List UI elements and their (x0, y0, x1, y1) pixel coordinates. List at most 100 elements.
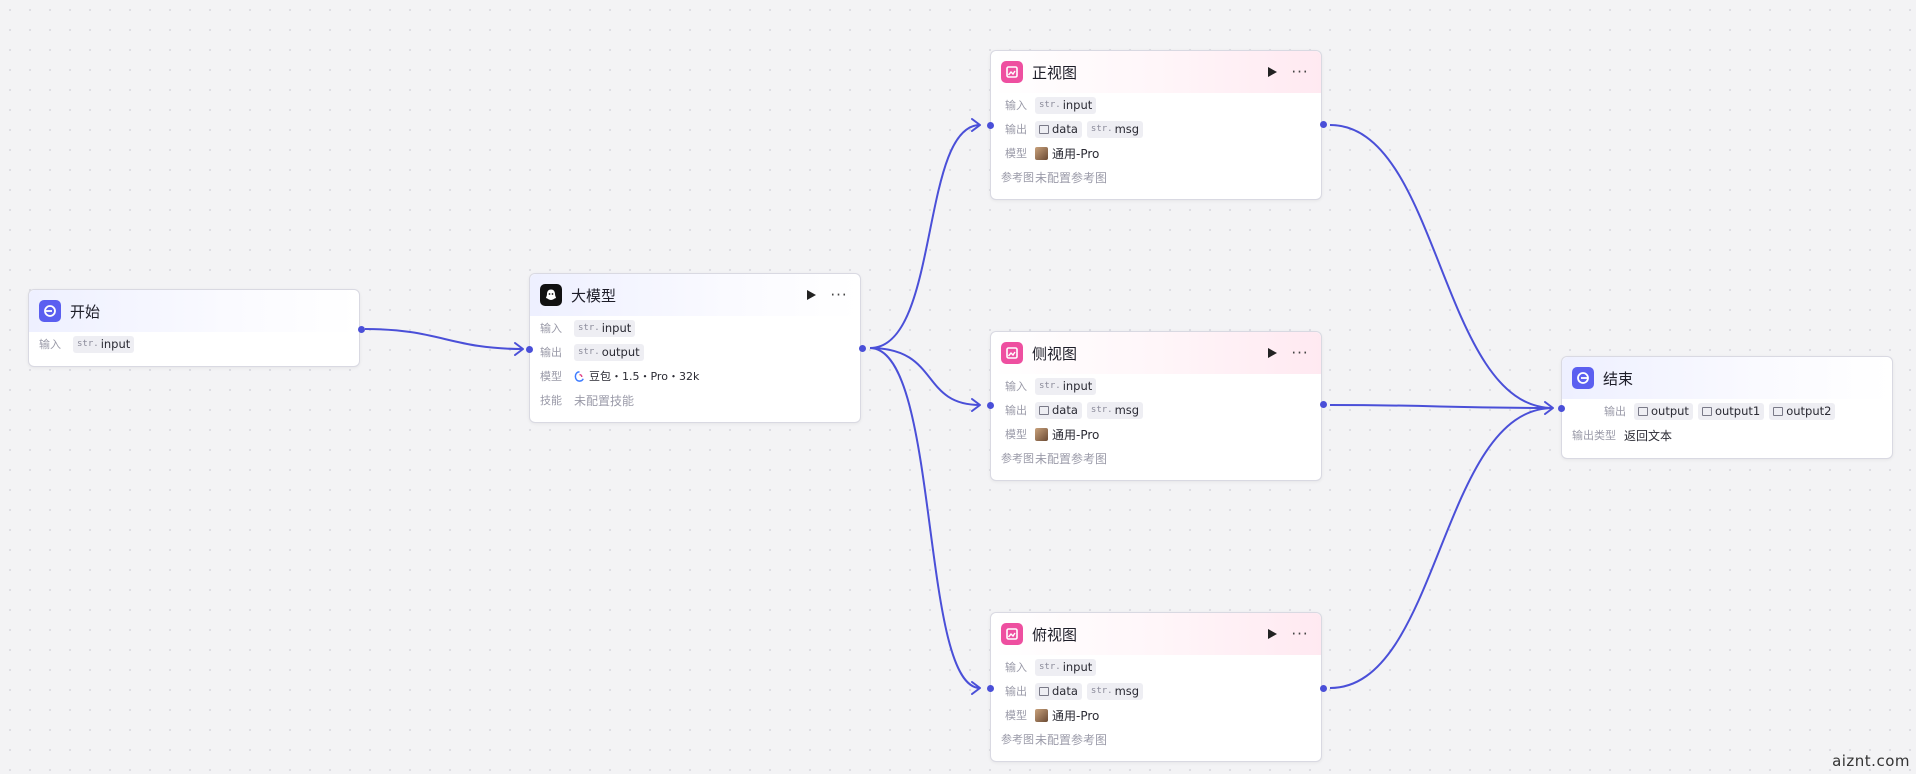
ref-row: 参考图 未配置参考图 (991, 727, 1321, 751)
model-value: 通用-Pro (1035, 145, 1099, 162)
ref-label: 参考图 (1001, 171, 1034, 184)
node-end-header: 结束 (1562, 357, 1892, 399)
model-value: 通用-Pro (1035, 707, 1099, 724)
node-side-header: 侧视图 ··· (991, 332, 1321, 374)
output-param-output2: output2 (1769, 402, 1836, 420)
image-type-icon (1039, 405, 1049, 415)
output-row: 输出 output output1 output2 (1562, 399, 1892, 423)
port-side-out[interactable] (1320, 401, 1327, 408)
output-param-msg: str.msg (1086, 120, 1144, 138)
output-param-data: data (1035, 120, 1082, 138)
node-title: 结束 (1603, 369, 1634, 388)
output-param-data: data (1035, 401, 1082, 419)
model-avatar (1035, 427, 1048, 441)
skill-label: 技能 (540, 394, 562, 407)
output-row: 输出 data str.msg (991, 398, 1321, 422)
node-top-view[interactable]: 俯视图 ··· 输入 str.input 输出 data str.msg 模型 … (990, 612, 1322, 762)
image-generate-icon (1001, 342, 1023, 364)
input-param: str.input (1035, 658, 1097, 676)
edge-front-end (1329, 124, 1554, 409)
ref-value: 未配置参考图 (1035, 732, 1108, 747)
port-start-out[interactable] (358, 326, 365, 333)
image-type-icon (1773, 406, 1784, 416)
output-label: 输出 (1604, 405, 1626, 418)
model-row: 模型 通用-Pro (991, 422, 1321, 446)
output-label: 输出 (1005, 404, 1027, 417)
output-label: 输出 (1005, 123, 1027, 136)
port-top-out[interactable] (1320, 685, 1327, 692)
port-front-in[interactable] (987, 122, 994, 129)
arrow-llm (514, 342, 524, 356)
play-icon[interactable] (1265, 65, 1279, 79)
node-side-view[interactable]: 侧视图 ··· 输入 str.input 输出 data str.msg 模型 … (990, 331, 1322, 481)
input-param: str.input (1035, 377, 1097, 395)
node-start[interactable]: 开始 输入 str.input (28, 289, 360, 367)
input-row: 输入 str.input (530, 316, 860, 340)
input-label: 输入 (540, 322, 562, 335)
node-start-header: 开始 (29, 290, 359, 332)
output-param-output: output (1634, 402, 1693, 420)
more-icon[interactable]: ··· (1291, 344, 1309, 362)
input-label: 输入 (1005, 380, 1027, 393)
output-param-output1: output1 (1697, 402, 1765, 420)
input-row: 输入 str.input (991, 655, 1321, 679)
model-avatar (1035, 146, 1048, 160)
model-avatar (1035, 708, 1048, 722)
port-llm-out[interactable] (859, 345, 866, 352)
node-title: 俯视图 (1032, 625, 1078, 644)
arrow-front (971, 118, 981, 132)
input-row: 输入 str.input (991, 374, 1321, 398)
ref-label: 参考图 (1001, 452, 1034, 465)
image-type-icon (1638, 406, 1648, 416)
image-type-icon (1039, 686, 1049, 696)
input-label: 输入 (1005, 99, 1027, 112)
model-row: 模型 通用-Pro (991, 141, 1321, 165)
node-title: 侧视图 (1032, 344, 1078, 363)
model-row: 模型 豆包・1.5・Pro・32k (530, 364, 860, 388)
port-llm-in[interactable] (526, 346, 533, 353)
model-row: 模型 通用-Pro (991, 703, 1321, 727)
play-icon[interactable] (1265, 346, 1279, 360)
end-icon (1572, 367, 1594, 389)
node-end[interactable]: 结束 输出 output output1 output2 输出类型 返回文本 (1561, 356, 1893, 459)
node-front-header: 正视图 ··· (991, 51, 1321, 93)
output-param-data: data (1035, 682, 1082, 700)
ref-row: 参考图 未配置参考图 (991, 446, 1321, 470)
port-front-out[interactable] (1320, 121, 1327, 128)
ref-row: 参考图 未配置参考图 (991, 165, 1321, 189)
play-icon[interactable] (1265, 627, 1279, 641)
ref-value: 未配置参考图 (1035, 451, 1108, 466)
node-llm[interactable]: 大模型 ··· 输入 str.input 输出 str.output 模型 豆包… (529, 273, 861, 423)
output-param-msg: str.msg (1086, 682, 1144, 700)
image-type-icon (1039, 124, 1049, 134)
arrow-end (1544, 401, 1554, 415)
image-generate-icon (1001, 623, 1023, 645)
input-row: 输入 str.input (29, 332, 359, 356)
more-icon[interactable]: ··· (1291, 625, 1309, 643)
output-label: 输出 (1005, 685, 1027, 698)
model-label: 模型 (1005, 147, 1027, 160)
port-top-in[interactable] (987, 685, 994, 692)
port-side-in[interactable] (987, 402, 994, 409)
arrow-top (971, 681, 981, 695)
input-label: 输入 (39, 338, 61, 351)
image-type-icon (1701, 406, 1712, 416)
more-icon[interactable]: ··· (830, 286, 848, 304)
model-label: 模型 (1005, 709, 1027, 722)
output-type-label: 输出类型 (1572, 429, 1616, 442)
watermark: aiznt.com (1832, 752, 1910, 770)
edge-top-end (1329, 407, 1554, 689)
node-title: 大模型 (571, 286, 617, 305)
skill-row: 技能 未配置技能 (530, 388, 860, 412)
more-icon[interactable]: ··· (1291, 63, 1309, 81)
image-generate-icon (1001, 61, 1023, 83)
output-row: 输出 data str.msg (991, 679, 1321, 703)
port-end-in[interactable] (1558, 405, 1565, 412)
edge-llm-top (869, 347, 981, 689)
ref-label: 参考图 (1001, 733, 1034, 746)
llm-icon (540, 284, 562, 306)
doubao-logo-icon (574, 370, 584, 382)
node-front-view[interactable]: 正视图 ··· 输入 str.input 输出 data str.msg 模型 … (990, 50, 1322, 200)
play-icon[interactable] (804, 288, 818, 302)
